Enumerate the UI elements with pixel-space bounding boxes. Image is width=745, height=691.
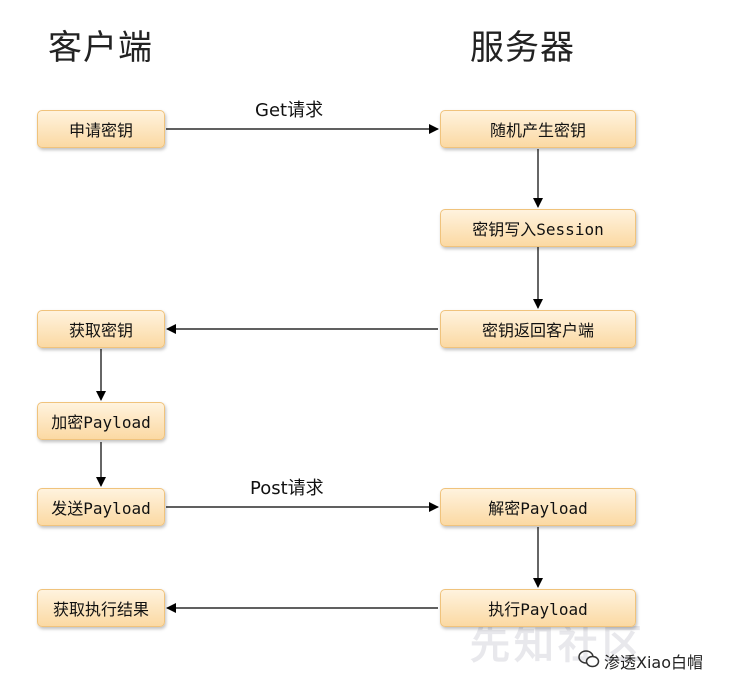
server-column-title: 服务器 [470, 28, 575, 68]
client-column-title: 客户端 [48, 28, 153, 68]
node-send-payload: 发送Payload [37, 488, 165, 526]
node-decrypt-payload: 解密Payload [440, 488, 636, 526]
node-apply-key: 申请密钥 [37, 110, 165, 148]
node-get-key: 获取密钥 [37, 310, 165, 348]
node-execute-payload: 执行Payload [440, 589, 636, 627]
node-return-key: 密钥返回客户端 [440, 310, 636, 348]
watermark-logo: 先知社区 [470, 622, 646, 668]
node-write-session: 密钥写入Session [440, 209, 636, 247]
watermark-account: 渗透Xiao白帽 [604, 653, 704, 672]
post-request-label: Post请求 [250, 478, 324, 499]
node-generate-key: 随机产生密钥 [440, 110, 636, 148]
wechat-icon [578, 650, 600, 668]
get-request-label: Get请求 [255, 100, 324, 121]
node-encrypt-payload: 加密Payload [37, 402, 165, 440]
node-get-result: 获取执行结果 [37, 589, 165, 627]
